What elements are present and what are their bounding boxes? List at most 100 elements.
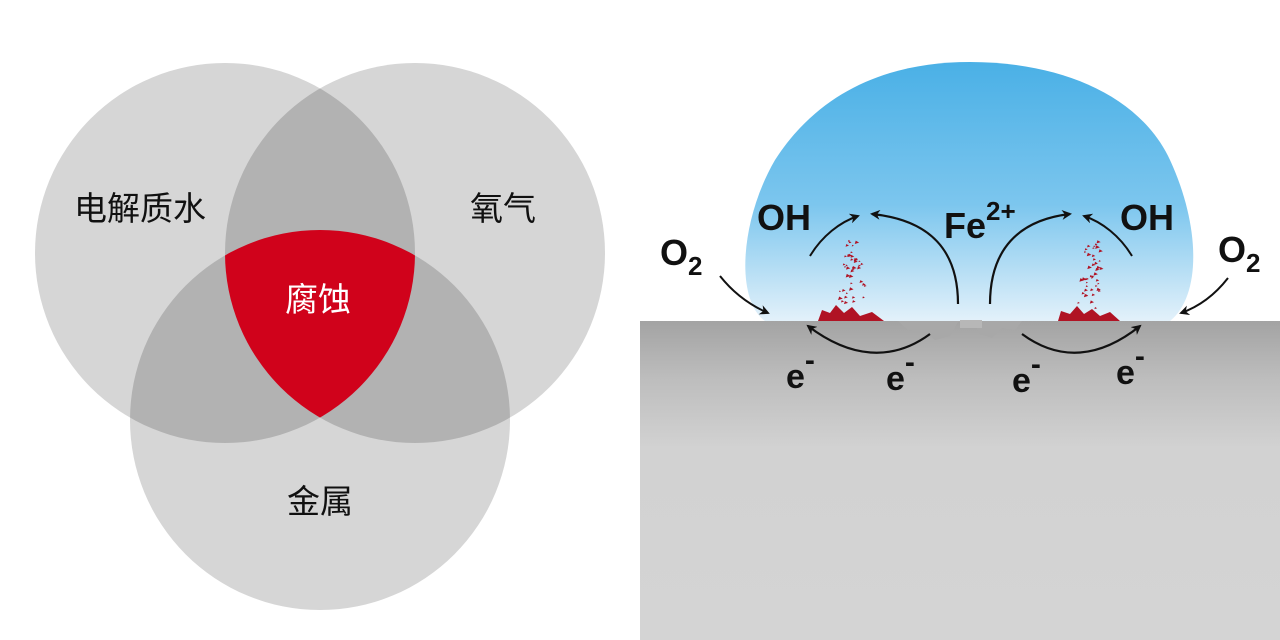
rust-particle [1084,288,1088,292]
rust-particle [1087,265,1092,270]
rust-particle [845,292,849,295]
rust-particle [1081,277,1087,281]
rust-particle [862,296,865,299]
label-hydroxide-right: OH [1120,197,1174,238]
rust-particle [843,301,849,305]
rust-particle [849,287,854,291]
rust-particle [1090,288,1094,292]
rust-particles-right [1077,240,1104,310]
rust-particle [1098,289,1101,292]
rust-particle [847,239,851,242]
rust-particle [850,269,855,273]
rust-particle [1085,281,1089,284]
rust-particle [1096,287,1101,291]
rust-particle [1086,252,1092,257]
label-iron-ion: Fe2+ [944,196,1016,246]
rust-particle [1092,247,1095,249]
rust-particle [1085,285,1089,288]
rust-particle [1095,278,1100,282]
rust-particles-left [838,239,867,305]
label-electrolyte-water: 电解质水 [74,189,206,228]
rust-particle [1089,274,1093,278]
label-metal: 金属 [287,482,353,521]
rust-particle [1094,307,1098,310]
rust-particle [854,240,860,245]
label-oxygen-right: O2 [1218,229,1260,278]
rust-particle [851,244,854,247]
metal-island [960,320,982,328]
corrosion-diagram: O2 O2 OH OH Fe2+ e- e- e- e- [640,0,1280,640]
rust-particle [1095,284,1098,287]
rust-particle [852,300,856,303]
rust-particle [859,280,864,284]
rust-particle [1091,263,1096,267]
rust-deposit-right [1058,306,1120,321]
rust-particle [839,290,842,293]
rust-particle [1081,292,1085,295]
rust-particle [1091,293,1096,297]
rust-particle [1095,267,1100,271]
rust-particle [838,296,843,301]
rust-particle [841,300,845,303]
hydroxide-arrow-right-a [1082,213,1133,257]
rust-particle [852,266,857,270]
rust-particle [863,284,867,287]
rust-particle [1097,282,1100,285]
rust-particle [850,251,853,254]
rust-particle [1096,265,1101,270]
rust-particle [858,260,861,263]
rust-particle [858,264,861,267]
label-corrosion: 腐蚀 [285,280,351,319]
corrosion-svg: O2 O2 OH OH Fe2+ e- e- e- e- [640,62,1280,640]
rust-particle [1089,300,1094,304]
venn-svg: 电解质水 氧气 金属 腐蚀 [35,63,605,610]
label-oxygen-left: O2 [660,232,702,281]
rust-particle [850,258,854,261]
rust-particle [1092,258,1096,261]
label-oxygen: 氧气 [470,189,536,228]
rust-particle [1094,261,1098,265]
rust-particle [848,253,853,258]
rust-particle [1077,301,1080,304]
rust-particle [1083,251,1087,253]
oxygen-arrow-right [1179,277,1229,316]
rust-particle [1095,245,1100,249]
rust-particle [1091,254,1096,258]
rust-particle [844,265,847,268]
electron-arrow-left [806,324,931,354]
rust-particle [845,264,848,267]
oxygen-arrow-left [719,275,770,315]
iron-arrow-left [870,209,960,305]
electron-arrow-right [1021,324,1142,354]
rust-particle [848,241,851,244]
rust-particle [860,262,864,266]
venn-diagram: 电解质水 氧气 金属 腐蚀 [35,63,605,610]
label-hydroxide-left: OH [757,197,811,238]
label-electron-2: e- [886,346,915,398]
rust-particle [850,282,853,285]
rust-particle [845,273,851,278]
rust-particle [1085,277,1089,280]
metal-block [640,321,1280,640]
rust-particle [857,266,862,270]
rust-particle [844,255,847,258]
rust-particle [1094,243,1098,246]
rust-deposit-left [818,305,884,321]
hydroxide-arrow-left-a [809,213,860,257]
rust-particle [1098,249,1103,253]
rust-particle [1093,272,1098,276]
water-droplet [745,62,1194,321]
rust-particle [1079,278,1085,282]
rust-particle [848,274,854,278]
iron-arrow-right [988,209,1072,305]
label-electron-1: e- [786,344,815,396]
rust-particle [1091,276,1094,279]
label-electron-4: e- [1116,340,1145,392]
rust-particle [842,263,846,266]
rust-particle [841,288,846,292]
rust-particle [1093,245,1096,248]
rust-particle [845,244,849,247]
rust-particle [1098,260,1101,262]
rust-particle [845,266,851,270]
